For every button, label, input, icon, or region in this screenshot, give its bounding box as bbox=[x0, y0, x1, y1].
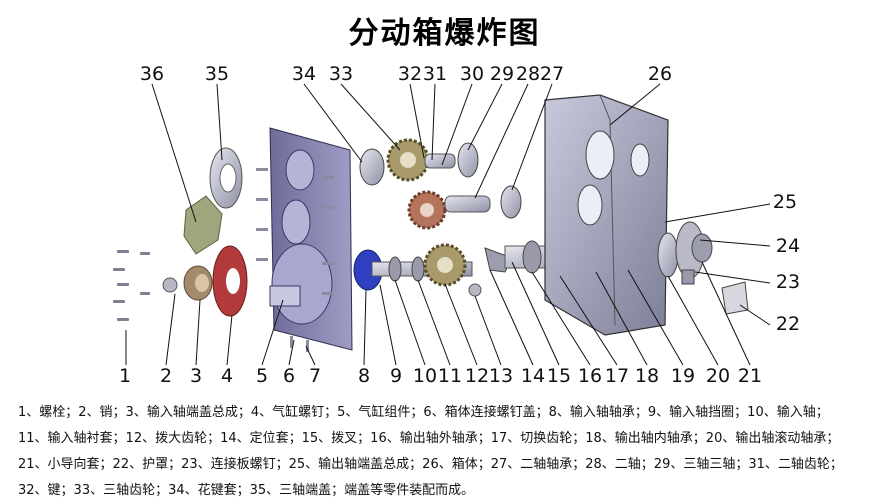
callout-29: 29 bbox=[490, 63, 514, 85]
callout-19: 19 bbox=[671, 365, 695, 387]
small-guide-sleeve bbox=[681, 269, 695, 285]
callout-16: 16 bbox=[578, 365, 602, 387]
callout-6: 6 bbox=[283, 365, 295, 387]
callout-34: 34 bbox=[292, 63, 316, 85]
pin bbox=[162, 277, 178, 293]
protective-cover bbox=[721, 281, 749, 315]
third-shaft bbox=[424, 153, 456, 169]
second-shaft-bearing bbox=[500, 185, 522, 219]
callout-27: 27 bbox=[540, 63, 564, 85]
legend-line: 32、键；33、三轴齿轮；34、花键套；35、三轴端盖；端盖等零件装配而成。 bbox=[18, 483, 475, 498]
callout-20: 20 bbox=[706, 365, 730, 387]
cover-plate bbox=[269, 127, 353, 351]
callout-24: 24 bbox=[776, 235, 800, 257]
callout-21: 21 bbox=[738, 365, 762, 387]
third-shaft-end-cap bbox=[209, 147, 243, 209]
callout-5: 5 bbox=[256, 365, 268, 387]
callout-1: 1 bbox=[119, 365, 131, 387]
output-shaft-rolling-bearing bbox=[657, 232, 679, 278]
locating-sleeve bbox=[468, 283, 482, 297]
callout-32: 32 bbox=[398, 63, 422, 85]
callout-4: 4 bbox=[221, 365, 233, 387]
callout-23: 23 bbox=[776, 271, 800, 293]
callout-33: 33 bbox=[329, 63, 353, 85]
parts-legend: 1、螺栓；2、销；3、输入轴端盖总成；4、气缸螺钉；5、气缸组件；6、箱体连接螺… bbox=[18, 400, 878, 504]
callout-12: 12 bbox=[465, 365, 489, 387]
legend-line: 1、螺栓；2、销；3、输入轴端盖总成；4、气缸螺钉；5、气缸组件；6、箱体连接螺… bbox=[18, 405, 829, 420]
third-shaft-bearing bbox=[457, 142, 479, 178]
second-shaft-gear bbox=[407, 190, 447, 230]
callout-7: 7 bbox=[309, 365, 321, 387]
callout-8: 8 bbox=[358, 365, 370, 387]
callout-15: 15 bbox=[547, 365, 571, 387]
shift-large-gear bbox=[423, 243, 467, 287]
callout-14: 14 bbox=[521, 365, 545, 387]
gearbox-housing bbox=[544, 94, 669, 336]
callout-25: 25 bbox=[773, 191, 797, 213]
red-gasket bbox=[212, 245, 248, 317]
plate-bolts bbox=[256, 168, 334, 352]
input-shaft-end-cover bbox=[183, 265, 213, 301]
bolt-set-left bbox=[113, 250, 150, 321]
callout-22: 22 bbox=[776, 313, 800, 335]
callout-9: 9 bbox=[390, 365, 402, 387]
callout-26: 26 bbox=[648, 63, 672, 85]
callout-36: 36 bbox=[140, 63, 164, 85]
callout-31: 31 bbox=[423, 63, 447, 85]
spline-sleeve bbox=[359, 148, 385, 186]
callout-30: 30 bbox=[460, 63, 484, 85]
callout-11: 11 bbox=[438, 365, 462, 387]
callout-13: 13 bbox=[489, 365, 513, 387]
legend-line: 11、输入轴衬套；12、拨大齿轮；14、定位套；15、拨叉；16、输出轴外轴承；… bbox=[18, 431, 840, 446]
callout-35: 35 bbox=[205, 63, 229, 85]
callout-17: 17 bbox=[605, 365, 629, 387]
callout-2: 2 bbox=[160, 365, 172, 387]
page-title: 分动箱爆炸图 bbox=[348, 16, 541, 51]
legend-line: 21、小导向套；22、护罩；23、连接板螺钉；25、输出轴端盖总成；26、箱体；… bbox=[18, 457, 843, 472]
callout-3: 3 bbox=[190, 365, 202, 387]
callout-18: 18 bbox=[635, 365, 659, 387]
callout-28: 28 bbox=[516, 63, 540, 85]
second-shaft bbox=[444, 195, 491, 213]
leader-lines bbox=[125, 83, 771, 366]
green-end-cover bbox=[183, 195, 223, 255]
callout-10: 10 bbox=[413, 365, 437, 387]
